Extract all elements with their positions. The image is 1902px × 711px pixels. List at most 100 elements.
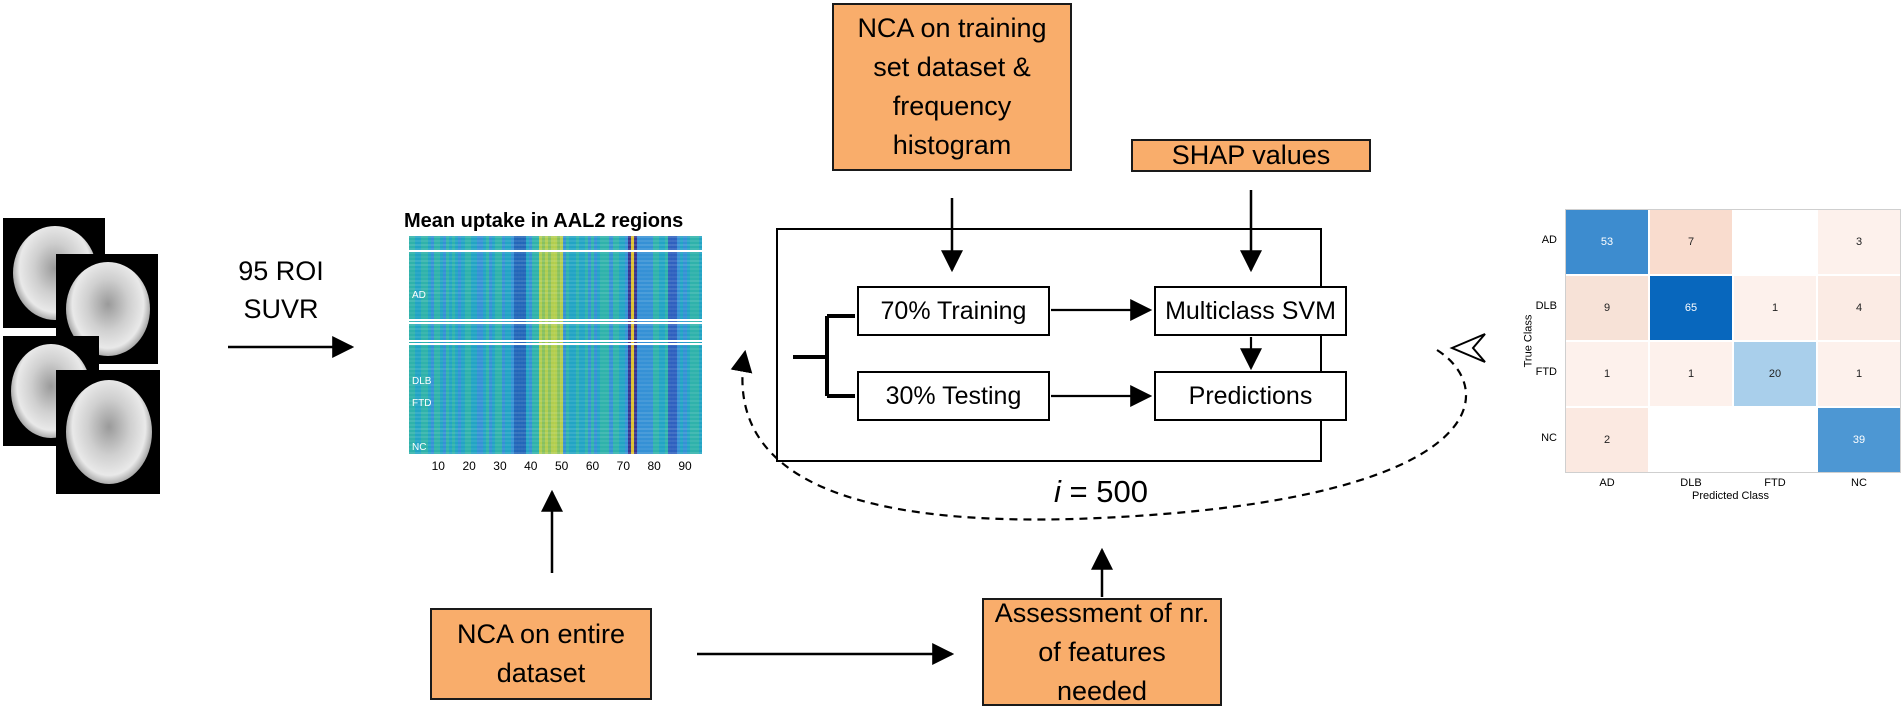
heatmap-column (603, 236, 607, 454)
heatmap-column (624, 236, 629, 454)
heatmap-column (634, 236, 638, 454)
heatmap-column (415, 236, 419, 454)
heatmap-column (504, 236, 509, 454)
cm-cell (1733, 209, 1817, 275)
heatmap-column (649, 236, 654, 454)
heatmap-row-stripe (409, 440, 702, 442)
roi-label: 95 ROI (238, 256, 324, 286)
heatmap-column (520, 236, 524, 454)
heatmap-column (535, 236, 540, 454)
nca-training-box: NCA on training set dataset & frequency … (832, 3, 1072, 171)
heatmap-row-stripe (409, 424, 702, 426)
heatmap-row-stripe (409, 420, 702, 422)
heatmap-column (498, 236, 503, 454)
heatmap-column (661, 236, 666, 454)
heatmap-x-tick: 90 (678, 459, 692, 473)
heatmap-column (683, 236, 688, 454)
heatmap-x-tick: 20 (462, 459, 476, 473)
heatmap-column (532, 236, 537, 454)
heatmap-column (424, 236, 429, 454)
cm-cell: 65 (1649, 275, 1733, 341)
iterations-variable: i (1054, 474, 1061, 509)
cm-col-label-ad: AD (1599, 477, 1615, 489)
heatmap-row-stripe (409, 356, 702, 358)
heatmap-column (464, 236, 469, 454)
heatmap-column (563, 236, 567, 454)
heatmap-column (427, 236, 432, 454)
heatmap-row-stripe (409, 384, 702, 386)
cm-cell: 1 (1817, 341, 1901, 407)
heatmap-column (526, 236, 530, 454)
cm-cell: 1 (1649, 341, 1733, 407)
heatmap-row-stripe (409, 380, 702, 382)
heatmap-column (646, 236, 651, 454)
heatmap-column (627, 236, 632, 454)
heatmap-column (436, 236, 441, 454)
heatmap-column (513, 236, 518, 454)
shap-values-box: SHAP values (1131, 139, 1371, 172)
heatmap-column (578, 236, 583, 454)
heatmap-column (529, 236, 533, 454)
heatmap-row-stripe (409, 448, 702, 450)
cm-cell: 7 (1649, 209, 1733, 275)
heatmap-column (618, 236, 623, 454)
heatmap-row-stripe (409, 280, 702, 282)
heatmap-column (507, 236, 512, 454)
heatmap-column (606, 236, 611, 454)
heatmap-column (495, 236, 500, 454)
heatmap-column (569, 236, 574, 454)
cross-validation-box (776, 228, 1322, 462)
shap-values-label: SHAP values (1171, 140, 1331, 170)
nca-training-label: NCA on training set dataset & frequency … (857, 13, 1047, 160)
heatmap-column (461, 236, 466, 454)
heatmap-column (692, 236, 697, 454)
heatmap-row-stripe (409, 360, 702, 362)
heatmap-row-stripe (409, 276, 702, 278)
heatmap-row-stripe (409, 272, 702, 274)
iteration-loop (730, 349, 1467, 521)
heatmap-column (698, 236, 702, 454)
heatmap-column (458, 236, 463, 454)
heatmap-column (677, 236, 681, 454)
heatmap-row-stripe (409, 336, 702, 338)
heatmap-row-stripe (409, 332, 702, 334)
heatmap-column (594, 236, 598, 454)
heatmap-row-stripe (409, 412, 702, 414)
heatmap-row-stripe (409, 328, 702, 330)
cm-col-label-nc: NC (1851, 477, 1867, 489)
heatmap-column (442, 236, 447, 454)
heatmap-column (655, 236, 660, 454)
brain-scan-stack (0, 218, 165, 494)
heatmap-row-stripe (409, 392, 702, 394)
heatmap-row-stripe (409, 264, 702, 266)
cm-cell: 4 (1817, 275, 1901, 341)
heatmap-column (492, 236, 496, 454)
heatmap-column (597, 236, 601, 454)
iterations-value: = 500 (1060, 474, 1148, 509)
roi-suvr-label: 95 ROI SUVR (226, 252, 336, 328)
heatmap-row-stripe (409, 292, 702, 294)
heatmap-group-divider (409, 322, 702, 324)
heatmap-column (516, 236, 521, 454)
heatmap-column (572, 236, 577, 454)
heatmap-column (430, 236, 435, 454)
heatmap-row-stripe (409, 404, 702, 406)
heatmap-column (550, 236, 555, 454)
heatmap-row-stripe (409, 376, 702, 378)
heatmap-row-stripe (409, 428, 702, 430)
heatmap-x-tick: 60 (585, 459, 600, 473)
heatmap-column (421, 236, 425, 454)
heatmap-x-tick: 30 (493, 459, 507, 473)
heatmap-column (560, 236, 564, 454)
heatmap-column (664, 236, 669, 454)
heatmap-column (557, 236, 561, 454)
heatmap-row-stripe (409, 396, 702, 398)
heatmap-row-stripe (409, 408, 702, 410)
heatmap-column (470, 236, 475, 454)
heatmap-row-label-nc: NC (412, 442, 427, 453)
cm-row-label-nc: NC (1541, 432, 1557, 444)
cm-ylabel: True Class (1522, 314, 1535, 368)
cm-cell: 20 (1733, 341, 1817, 407)
testing-box: 30% Testing (857, 371, 1050, 421)
